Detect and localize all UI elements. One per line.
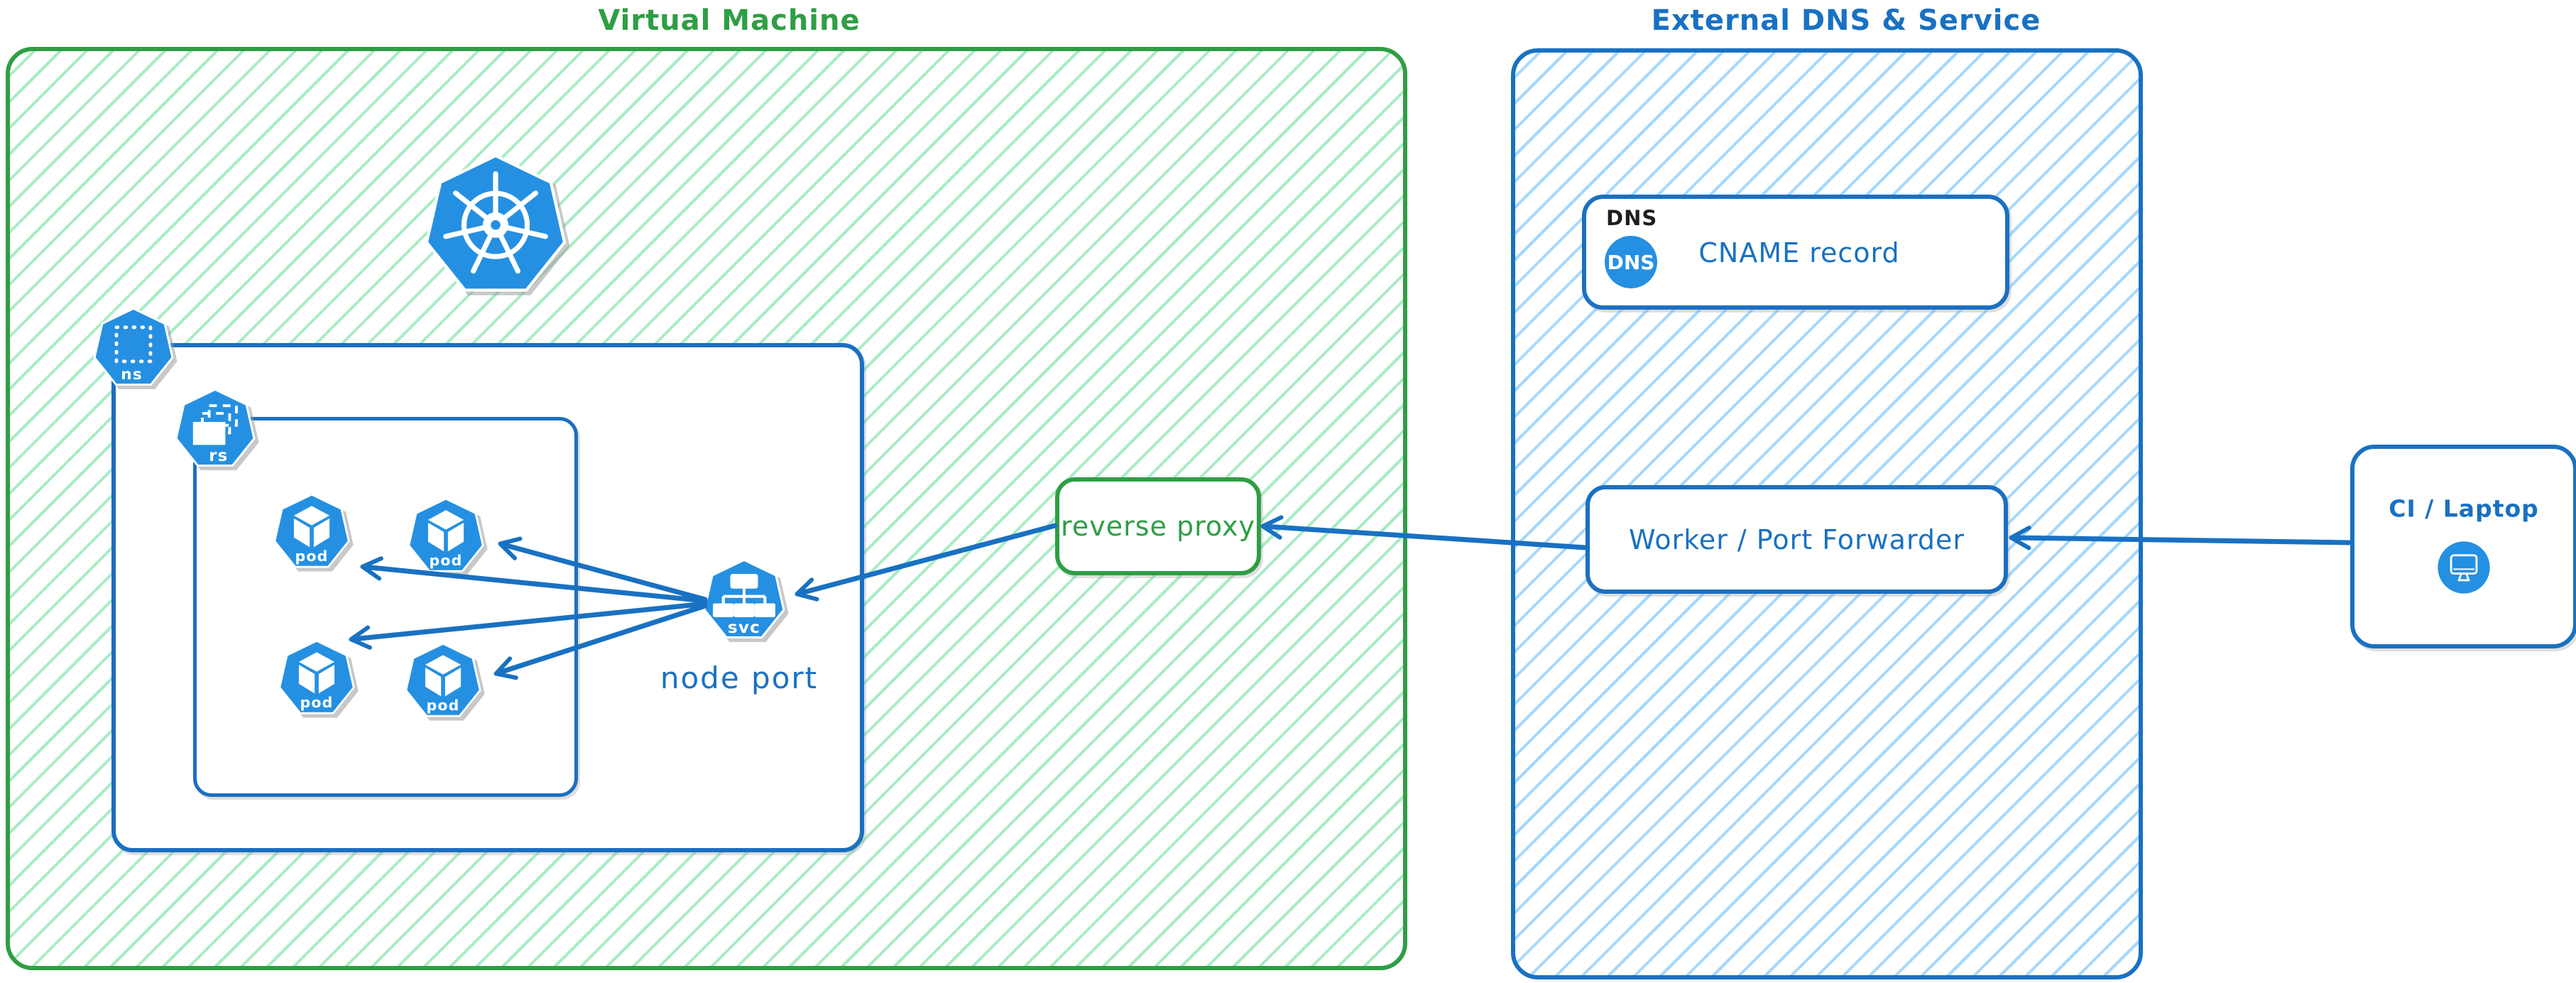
service-tree-glyph [713,573,775,617]
namespace-icon: ns [93,307,174,386]
reverse-proxy-box: reverse proxy [1055,477,1261,575]
dns-badge-icon: DNS [1605,236,1657,288]
ci-laptop-box: CI / Laptop [2350,445,2576,648]
replicaset-box [193,417,578,797]
pod-icon: pod [273,493,350,568]
service-icon: svc [703,558,785,639]
pod-icon: pod [405,642,481,717]
ci-laptop-label: CI / Laptop [2389,494,2539,523]
cname-record-box: DNS DNS CNAME record [1582,195,2009,310]
cname-record-label: CNAME record [1698,237,1900,268]
pod-label: pod [300,694,334,711]
kubernetes-logo-icon [425,153,567,292]
dns-header-label: DNS [1606,206,1658,230]
worker-port-forwarder-box: Worker / Port Forwarder [1586,485,2008,594]
dotted-square-glyph [114,325,153,364]
pod-label: pod [430,552,463,569]
monitor-icon [2438,541,2490,594]
external-box-title: External DNS & Service [1651,4,2041,37]
rs-label: rs [209,447,228,465]
monitor-glyph [2450,554,2478,582]
stacked-rects-glyph [192,404,238,445]
dns-badge-label: DNS [1607,250,1655,274]
pod-label: pod [427,697,460,714]
pod-label: pod [295,548,329,565]
reverse-proxy-label: reverse proxy [1061,511,1255,542]
vm-box-title: Virtual Machine [598,4,861,37]
replicaset-icon: rs [175,388,256,467]
pod-icon: pod [278,639,355,715]
worker-port-forwarder-label: Worker / Port Forwarder [1628,523,1965,555]
svc-label: svc [728,618,760,637]
ns-label: ns [121,366,143,384]
node-port-label: node port [660,661,819,695]
pod-icon: pod [408,497,484,572]
